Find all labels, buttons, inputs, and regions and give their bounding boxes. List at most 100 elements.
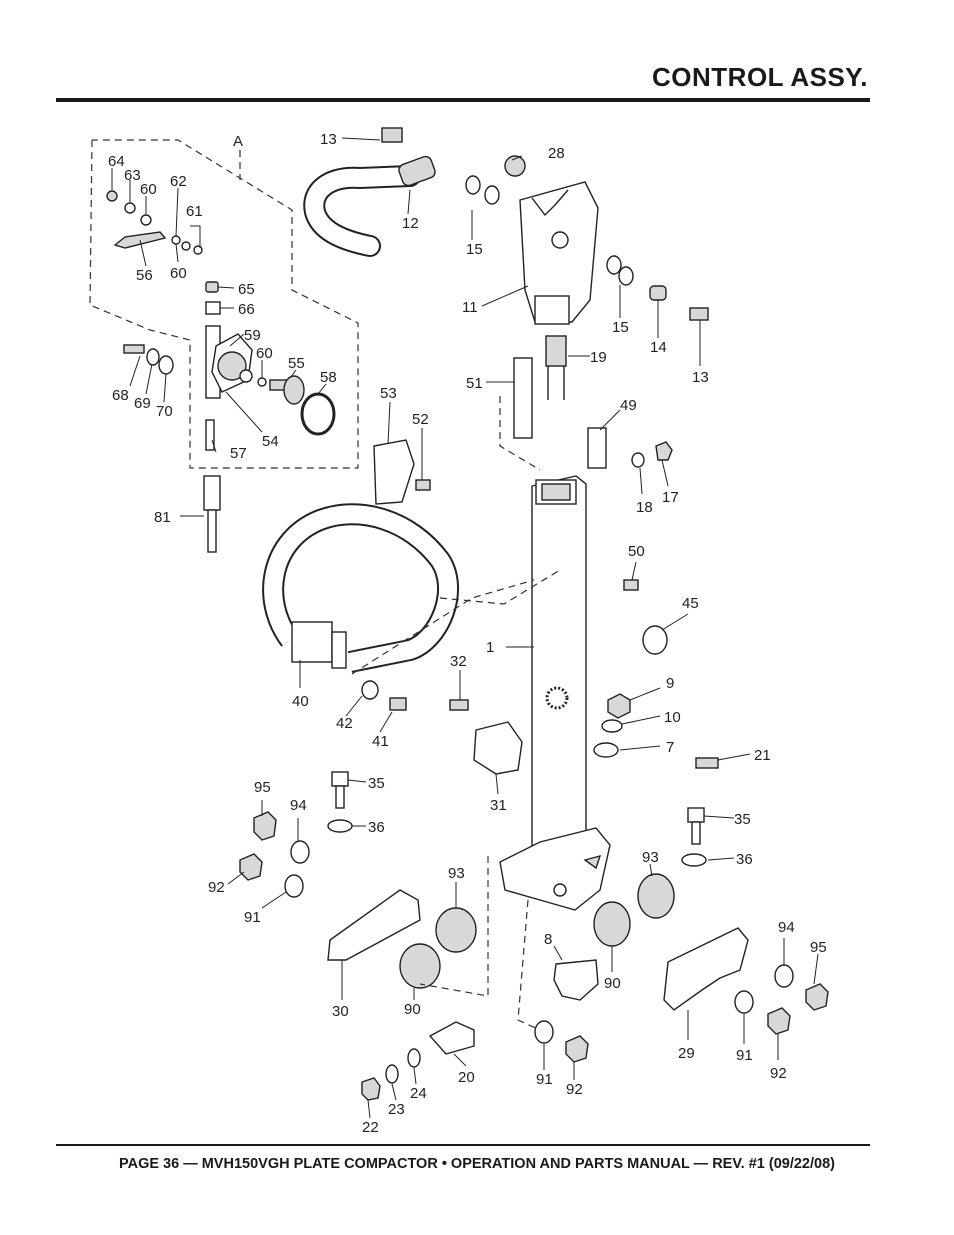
- column-1: [531, 475, 587, 859]
- callout: 92: [566, 1081, 583, 1098]
- bushing-45: [642, 625, 668, 655]
- washer-42: [361, 680, 379, 700]
- callout: 10: [664, 709, 681, 726]
- callout: 13: [692, 369, 709, 386]
- washers-15: [465, 175, 634, 286]
- bracket-31: [473, 721, 523, 775]
- callout: 60: [170, 265, 187, 282]
- page-title: CONTROL ASSY.: [652, 62, 868, 92]
- callout: 42: [336, 715, 353, 732]
- bracket-30: [327, 889, 421, 961]
- callout: 13: [320, 131, 337, 148]
- callout: 35: [734, 811, 751, 828]
- front-handle: [262, 503, 459, 673]
- detail-a-label: A: [233, 133, 243, 150]
- plate-51: [513, 357, 533, 439]
- nut-92: [239, 853, 263, 881]
- callout: 81: [154, 509, 171, 526]
- bolt-50: [623, 579, 639, 591]
- callout: 28: [548, 145, 565, 162]
- callout: 53: [380, 385, 397, 402]
- callout: 11: [462, 299, 478, 316]
- callout: 32: [450, 653, 467, 670]
- shaft-19: [545, 335, 567, 400]
- damper-93-right: [637, 873, 675, 919]
- nut-92-right: [767, 1007, 791, 1035]
- damper-90-left: [399, 943, 441, 989]
- callout-labels: A 13 28 12 15 11 15 14 13 1 9 51 49 18 17…: [108, 131, 827, 1136]
- callout: 20: [458, 1069, 475, 1086]
- callout: 15: [612, 319, 629, 336]
- callout: 52: [412, 411, 429, 428]
- bolt-35-right: [687, 807, 705, 823]
- nut-95-right: [805, 983, 829, 1011]
- callout: 63: [124, 167, 141, 184]
- callout: 21: [754, 747, 771, 764]
- washer-7: [593, 742, 619, 758]
- washer-36: [327, 819, 353, 833]
- callout: 18: [636, 499, 653, 516]
- washer-94: [290, 840, 310, 864]
- nut-22: [361, 1077, 381, 1101]
- nut-9: [607, 693, 631, 719]
- callout: 58: [320, 369, 337, 386]
- callout: 56: [136, 267, 153, 284]
- leader-lines: [111, 137, 819, 1119]
- callout: 41: [372, 733, 389, 750]
- callout: 92: [770, 1065, 787, 1082]
- bolt-35: [331, 771, 349, 787]
- callout: 90: [604, 975, 621, 992]
- plate-49: [587, 427, 607, 469]
- nut-95: [253, 811, 277, 841]
- callout: 36: [736, 851, 753, 868]
- detail-a-parts: [106, 190, 336, 451]
- callout: 61: [186, 203, 203, 220]
- washer-10: [601, 719, 623, 733]
- callout: 93: [448, 865, 465, 882]
- callout: 92: [208, 879, 225, 896]
- bolt-32: [449, 699, 469, 711]
- plate-53: [373, 439, 415, 505]
- callout: 62: [170, 173, 187, 190]
- footer-rule: [56, 1144, 870, 1146]
- callout: 30: [332, 1003, 349, 1020]
- foot-8: [553, 959, 599, 1001]
- callout: 1: [486, 639, 494, 656]
- callout: 51: [466, 375, 483, 392]
- callout: 12: [402, 215, 419, 232]
- callout: 94: [290, 797, 307, 814]
- callout: 14: [650, 339, 667, 356]
- damper-90-right: [593, 901, 631, 947]
- clamp-20: [428, 1021, 475, 1055]
- callout: 68: [112, 387, 129, 404]
- callout: 7: [666, 739, 674, 756]
- callout: 59: [244, 327, 261, 344]
- callout: 91: [536, 1071, 553, 1088]
- bolt-13: [689, 307, 709, 321]
- callout: 70: [156, 403, 173, 420]
- callout: 55: [288, 355, 305, 372]
- callout: 29: [678, 1045, 695, 1062]
- page-footer: PAGE 36 — MVH150VGH PLATE COMPACTOR • OP…: [119, 1156, 835, 1172]
- callout: 49: [620, 397, 637, 414]
- column-base: [499, 827, 611, 911]
- callout: 60: [140, 181, 157, 198]
- washer-91-bottom: [534, 1020, 554, 1044]
- bolt-41: [389, 697, 407, 711]
- bolt-21: [695, 757, 719, 769]
- callout: 95: [254, 779, 271, 796]
- bolt-52: [415, 479, 431, 491]
- bushing-14: [649, 285, 667, 301]
- callout: 69: [134, 395, 151, 412]
- callout: 36: [368, 819, 385, 836]
- callout: 9: [666, 675, 674, 692]
- header-rule: [56, 98, 870, 102]
- callout: 17: [662, 489, 679, 506]
- callout: 91: [244, 909, 261, 926]
- callout: 90: [404, 1001, 421, 1018]
- washer-36-right: [681, 853, 707, 867]
- rod-81: [203, 475, 221, 553]
- callout: 15: [466, 241, 483, 258]
- nut-17: [655, 441, 673, 461]
